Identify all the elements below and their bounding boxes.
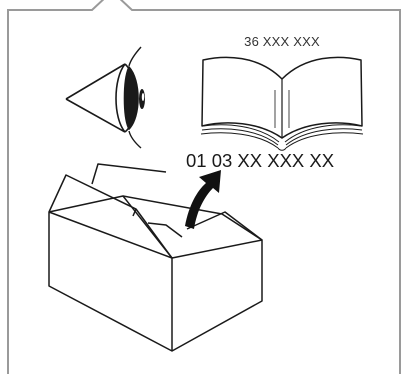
open-book-icon <box>200 56 364 151</box>
part-number: 01 03 XX XXX XX <box>186 150 335 171</box>
manual-number: 36 XXX XXX <box>244 34 320 49</box>
box-icon <box>48 163 263 352</box>
callout-frame <box>7 0 401 374</box>
eye-icon <box>65 46 145 149</box>
arrow-icon <box>185 170 221 229</box>
